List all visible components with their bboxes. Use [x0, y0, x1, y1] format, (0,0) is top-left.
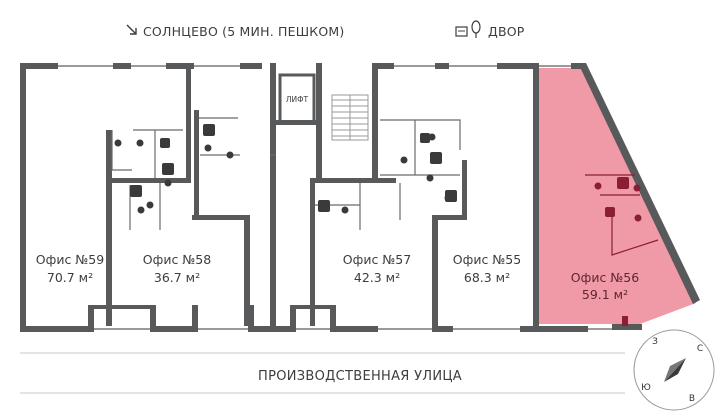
- compass-west: З: [652, 337, 658, 347]
- office-name: Офис №55: [453, 252, 521, 267]
- office-name: Офис №57: [343, 252, 411, 267]
- office-area: 70.7 м²: [47, 270, 93, 285]
- elevator-label: ЛИФТ: [286, 95, 309, 104]
- office-name: Офис №59: [36, 252, 104, 267]
- arrow-down-right-icon: [126, 24, 137, 35]
- office-55-label[interactable]: Офис №55 68.3 м²: [453, 252, 521, 285]
- office-57-label[interactable]: Офис №57 42.3 м²: [343, 252, 411, 285]
- compass-east: В: [689, 394, 695, 404]
- fixtures: [114, 124, 457, 214]
- compass-north: С: [697, 344, 703, 354]
- street-label: ПРОИЗВОДСТВЕННАЯ УЛИЦА: [258, 369, 462, 384]
- staircase: [331, 94, 369, 141]
- office-area: 68.3 м²: [464, 270, 510, 285]
- office-59-label[interactable]: Офис №59 70.7 м²: [36, 252, 104, 285]
- office-area: 36.7 м²: [154, 270, 200, 285]
- office-area: 59.1 м²: [582, 287, 628, 302]
- office-58-label[interactable]: Офис №58 36.7 м²: [143, 252, 211, 285]
- walls: [20, 63, 700, 332]
- street: ПРОИЗВОДСТВЕННАЯ УЛИЦА: [20, 352, 625, 394]
- compass: С В Ю З: [633, 329, 715, 411]
- yard-label: ДВОР: [488, 24, 525, 39]
- office-56-label[interactable]: Офис №56 59.1 м²: [571, 270, 639, 302]
- office-56-area[interactable]: [537, 68, 696, 324]
- office-name: Офис №56: [571, 270, 639, 285]
- compass-south: Ю: [641, 383, 651, 393]
- office-56-fixtures: [594, 177, 642, 326]
- header: СОЛНЦЕВО (5 МИН. ПЕШКОМ) ДВОР: [126, 20, 525, 39]
- thin-partitions: [111, 117, 659, 256]
- office-area: 42.3 м²: [354, 270, 400, 285]
- office-name: Офис №58: [143, 252, 211, 267]
- tree-bench-icon: [455, 20, 481, 38]
- direction-label: СОЛНЦЕВО (5 МИН. ПЕШКОМ): [143, 24, 344, 39]
